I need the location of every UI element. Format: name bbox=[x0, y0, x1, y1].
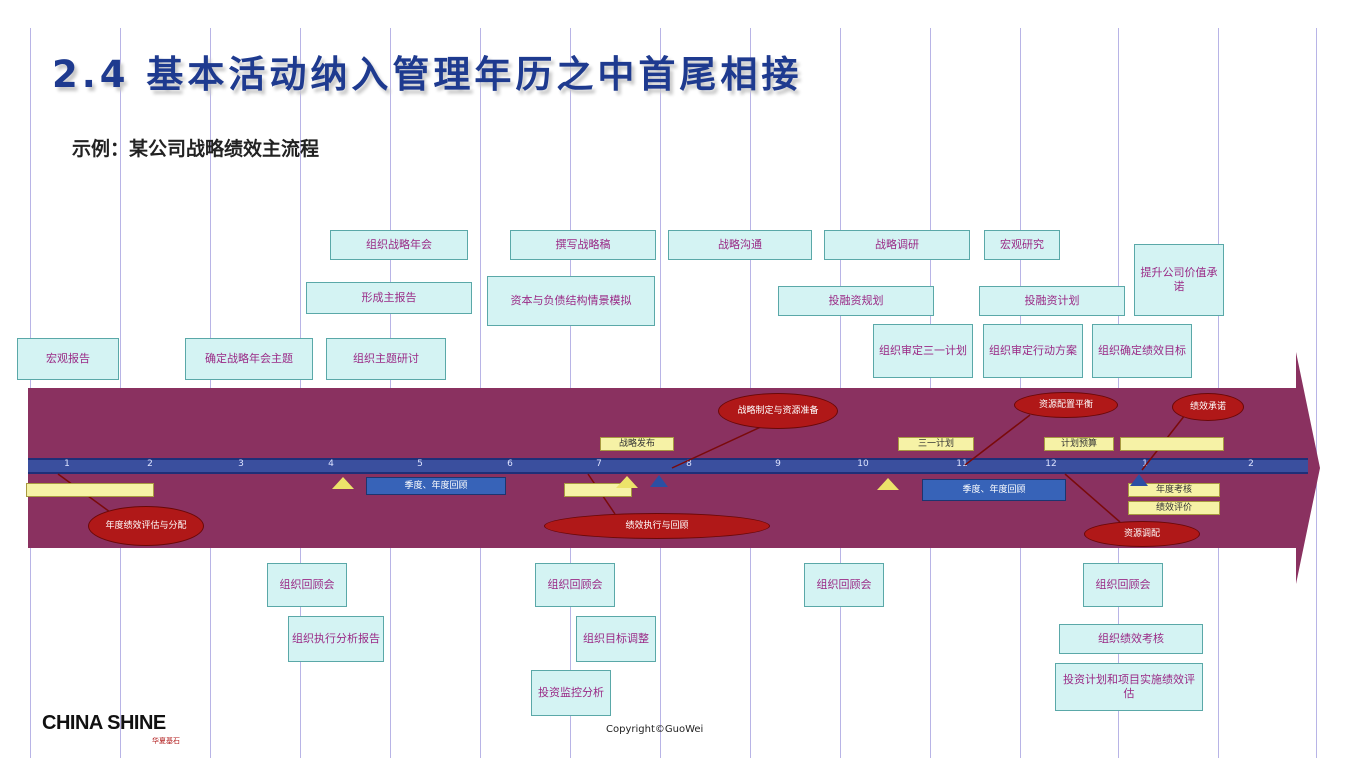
activity-box: 投融资计划 bbox=[979, 286, 1125, 316]
activity-box: 投资计划和项目实施绩效评估 bbox=[1055, 663, 1203, 711]
event-label: 年度考核 bbox=[1128, 483, 1220, 497]
milestone-marker-icon bbox=[1130, 474, 1148, 486]
company-logo-subtext: 华夏基石 bbox=[152, 737, 180, 745]
milestone-ellipse: 绩效执行与回顾 bbox=[544, 513, 770, 539]
page-subtitle: 示例：某公司战略绩效主流程 bbox=[72, 138, 320, 160]
month-tick-label: 3 bbox=[238, 459, 244, 469]
activity-box: 组织目标调整 bbox=[576, 616, 656, 662]
activity-box: 组织审定三一计划 bbox=[873, 324, 973, 378]
milestone-marker-icon bbox=[332, 477, 354, 489]
month-tick-label: 1 bbox=[1142, 459, 1148, 469]
activity-box: 组织战略年会 bbox=[330, 230, 468, 260]
month-tick-label: 7 bbox=[596, 459, 602, 469]
month-tick-label: 8 bbox=[686, 459, 692, 469]
page-title: 2.4 基本活动纳入管理年历之中首尾相接 bbox=[52, 53, 803, 96]
event-label: 绩效评价 bbox=[1128, 501, 1220, 515]
review-label: 季度、年度回顾 bbox=[922, 479, 1066, 501]
activity-box: 组织执行分析报告 bbox=[288, 616, 384, 662]
activity-box: 确定战略年会主题 bbox=[185, 338, 313, 380]
milestone-ellipse: 战略制定与资源准备 bbox=[718, 393, 838, 429]
event-label bbox=[1120, 437, 1224, 451]
connector-line bbox=[671, 424, 766, 469]
activity-box: 撰写战略稿 bbox=[510, 230, 656, 260]
activity-box: 宏观报告 bbox=[17, 338, 119, 380]
milestone-ellipse: 资源调配 bbox=[1084, 521, 1200, 547]
milestone-marker-icon bbox=[650, 475, 668, 487]
connector-line bbox=[964, 414, 1031, 466]
event-label bbox=[26, 483, 154, 497]
event-label: 战略发布 bbox=[600, 437, 674, 451]
activity-box: 战略调研 bbox=[824, 230, 970, 260]
activity-box: 投融资规划 bbox=[778, 286, 934, 316]
activity-box: 组织绩效考核 bbox=[1059, 624, 1203, 654]
month-tick-label: 2 bbox=[1248, 459, 1254, 469]
event-label bbox=[564, 483, 632, 497]
activity-box: 战略沟通 bbox=[668, 230, 812, 260]
event-label: 计划预算 bbox=[1044, 437, 1114, 451]
month-tick-label: 2 bbox=[147, 459, 153, 469]
activity-box: 提升公司价值承诺 bbox=[1134, 244, 1224, 316]
activity-box: 组织审定行动方案 bbox=[983, 324, 1083, 378]
review-label: 季度、年度回顾 bbox=[366, 477, 506, 495]
event-label: 三一计划 bbox=[898, 437, 974, 451]
month-tick-label: 12 bbox=[1045, 459, 1057, 469]
activity-box: 组织回顾会 bbox=[535, 563, 615, 607]
activity-box: 资本与负债结构情景模拟 bbox=[487, 276, 655, 326]
activity-box: 投资监控分析 bbox=[531, 670, 611, 716]
milestone-ellipse: 绩效承诺 bbox=[1172, 393, 1244, 421]
milestone-ellipse: 年度绩效评估与分配 bbox=[88, 506, 204, 546]
activity-box: 组织回顾会 bbox=[267, 563, 347, 607]
company-logo: CHINA SHINE bbox=[42, 712, 166, 734]
month-axis bbox=[28, 458, 1308, 474]
month-tick-label: 1 bbox=[64, 459, 70, 469]
milestone-marker-icon bbox=[616, 476, 638, 488]
month-tick-label: 6 bbox=[507, 459, 513, 469]
month-tick-label: 9 bbox=[775, 459, 781, 469]
activity-box: 组织主题研讨 bbox=[326, 338, 446, 380]
copyright-text: Copyright©GuoWei bbox=[606, 724, 704, 735]
connector-line bbox=[1064, 473, 1121, 523]
activity-box: 宏观研究 bbox=[984, 230, 1060, 260]
milestone-marker-icon bbox=[877, 478, 899, 490]
month-tick-label: 10 bbox=[857, 459, 869, 469]
activity-box: 形成主报告 bbox=[306, 282, 472, 314]
month-tick-label: 11 bbox=[956, 459, 968, 469]
month-tick-label: 5 bbox=[417, 459, 423, 469]
activity-box: 组织回顾会 bbox=[804, 563, 884, 607]
month-tick-label: 4 bbox=[328, 459, 334, 469]
milestone-ellipse: 资源配置平衡 bbox=[1014, 392, 1118, 418]
activity-box: 组织确定绩效目标 bbox=[1092, 324, 1192, 378]
activity-box: 组织回顾会 bbox=[1083, 563, 1163, 607]
